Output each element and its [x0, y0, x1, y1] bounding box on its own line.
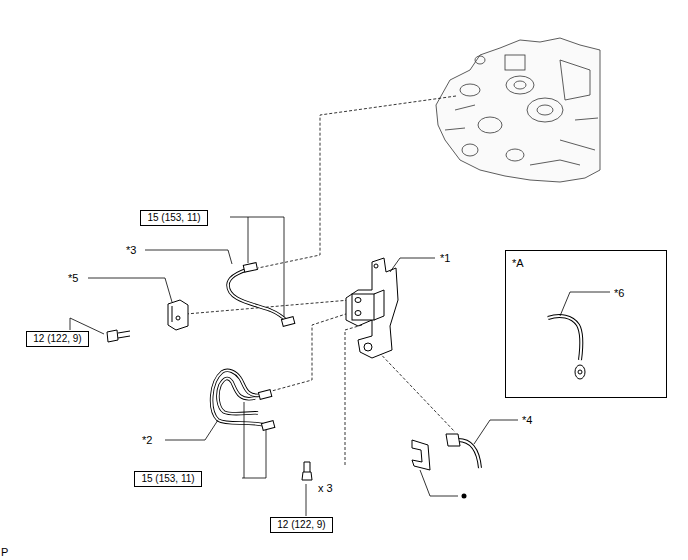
flexible-hose	[446, 434, 480, 468]
inset-box: *A *6	[505, 250, 667, 398]
ground-wire	[548, 316, 585, 379]
callout-number: *3	[126, 244, 136, 256]
bolt	[302, 462, 312, 480]
bolt	[107, 330, 130, 342]
bracket-assembly	[346, 258, 398, 358]
callout-number: *1	[440, 252, 450, 264]
brake-tube	[212, 370, 275, 430]
torque-value: 12 (122, 9)	[27, 333, 88, 345]
torque-box: 15 (153, 11)	[140, 210, 208, 226]
note-label: P	[1, 546, 8, 558]
inset-letter: *A	[512, 257, 524, 269]
callout-number: *5	[68, 272, 78, 284]
engine-sketch	[436, 38, 600, 182]
tube-clamp	[168, 300, 188, 330]
brake-tube	[228, 263, 295, 327]
leader-line	[70, 217, 610, 516]
torque-box: 12 (122, 9)	[270, 517, 333, 533]
torque-value: 15 (153, 11)	[135, 473, 201, 485]
torque-value: 15 (153, 11)	[141, 212, 207, 224]
assembly-line	[186, 96, 456, 465]
callout-number: *2	[142, 434, 152, 446]
torque-value: 12 (122, 9)	[271, 519, 332, 531]
callout-number: *4	[522, 414, 532, 426]
clip	[412, 440, 430, 470]
note-label: x 3	[318, 482, 333, 494]
marker-dot	[462, 494, 467, 499]
callout-number: *6	[614, 287, 624, 299]
torque-box: 15 (153, 11)	[134, 471, 202, 487]
torque-box: 12 (122, 9)	[26, 331, 89, 347]
